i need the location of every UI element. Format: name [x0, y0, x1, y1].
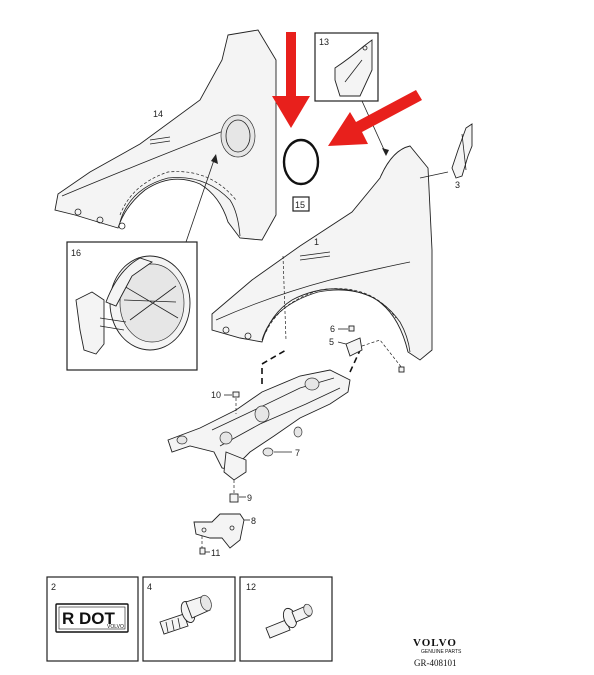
callout-7: 7	[295, 448, 300, 458]
callout-8: 8	[251, 516, 256, 526]
gasket-ring-part-15	[282, 138, 320, 186]
callout-3: 3	[455, 180, 460, 190]
nut-part-9	[229, 493, 239, 503]
clip-part-5	[345, 337, 363, 357]
fuel-door-part-16	[75, 255, 191, 355]
callout-1: 1	[314, 237, 319, 247]
red-arrow-right	[328, 90, 422, 146]
callout-16: 16	[71, 248, 81, 258]
callout-2: 2	[51, 582, 56, 592]
screw-part-6	[348, 325, 355, 332]
subframe-assembly	[167, 369, 351, 481]
liner-part-13	[334, 39, 373, 97]
callout-14: 14	[153, 109, 163, 119]
flange-bolt-part-4	[159, 594, 212, 635]
red-arrow-left	[272, 32, 310, 128]
callout-9: 9	[247, 493, 252, 503]
callout-5: 5	[329, 337, 334, 347]
r-dot-brand: VOLVO	[107, 624, 124, 630]
callout-15: 15	[295, 200, 305, 210]
callout-4: 4	[147, 582, 152, 592]
stud-part-12	[265, 603, 313, 639]
volvo-brand-block: VOLVO GENUINE PARTS GR-408101	[413, 637, 462, 668]
brand-name: VOLVO	[413, 637, 457, 649]
bolt-part-10	[232, 391, 240, 414]
front-fender-part-1	[211, 145, 433, 361]
r-dot-text: R DOT	[62, 609, 116, 628]
callout-11: 11	[211, 548, 220, 558]
bracket-part-8	[193, 513, 245, 549]
r-dot-label-part-2: R DOT VOLVO	[55, 603, 129, 633]
callout-10: 10	[211, 390, 221, 400]
diagram-code: GR-408101	[414, 658, 457, 668]
bolt-part-11	[199, 547, 206, 555]
callout-12: 12	[246, 582, 256, 592]
brand-subtitle: GENUINE PARTS	[421, 649, 462, 655]
rear-fender-part-14	[54, 29, 277, 241]
bracket-part-3	[451, 123, 473, 179]
callout-6: 6	[330, 324, 335, 334]
callout-13: 13	[319, 37, 329, 47]
